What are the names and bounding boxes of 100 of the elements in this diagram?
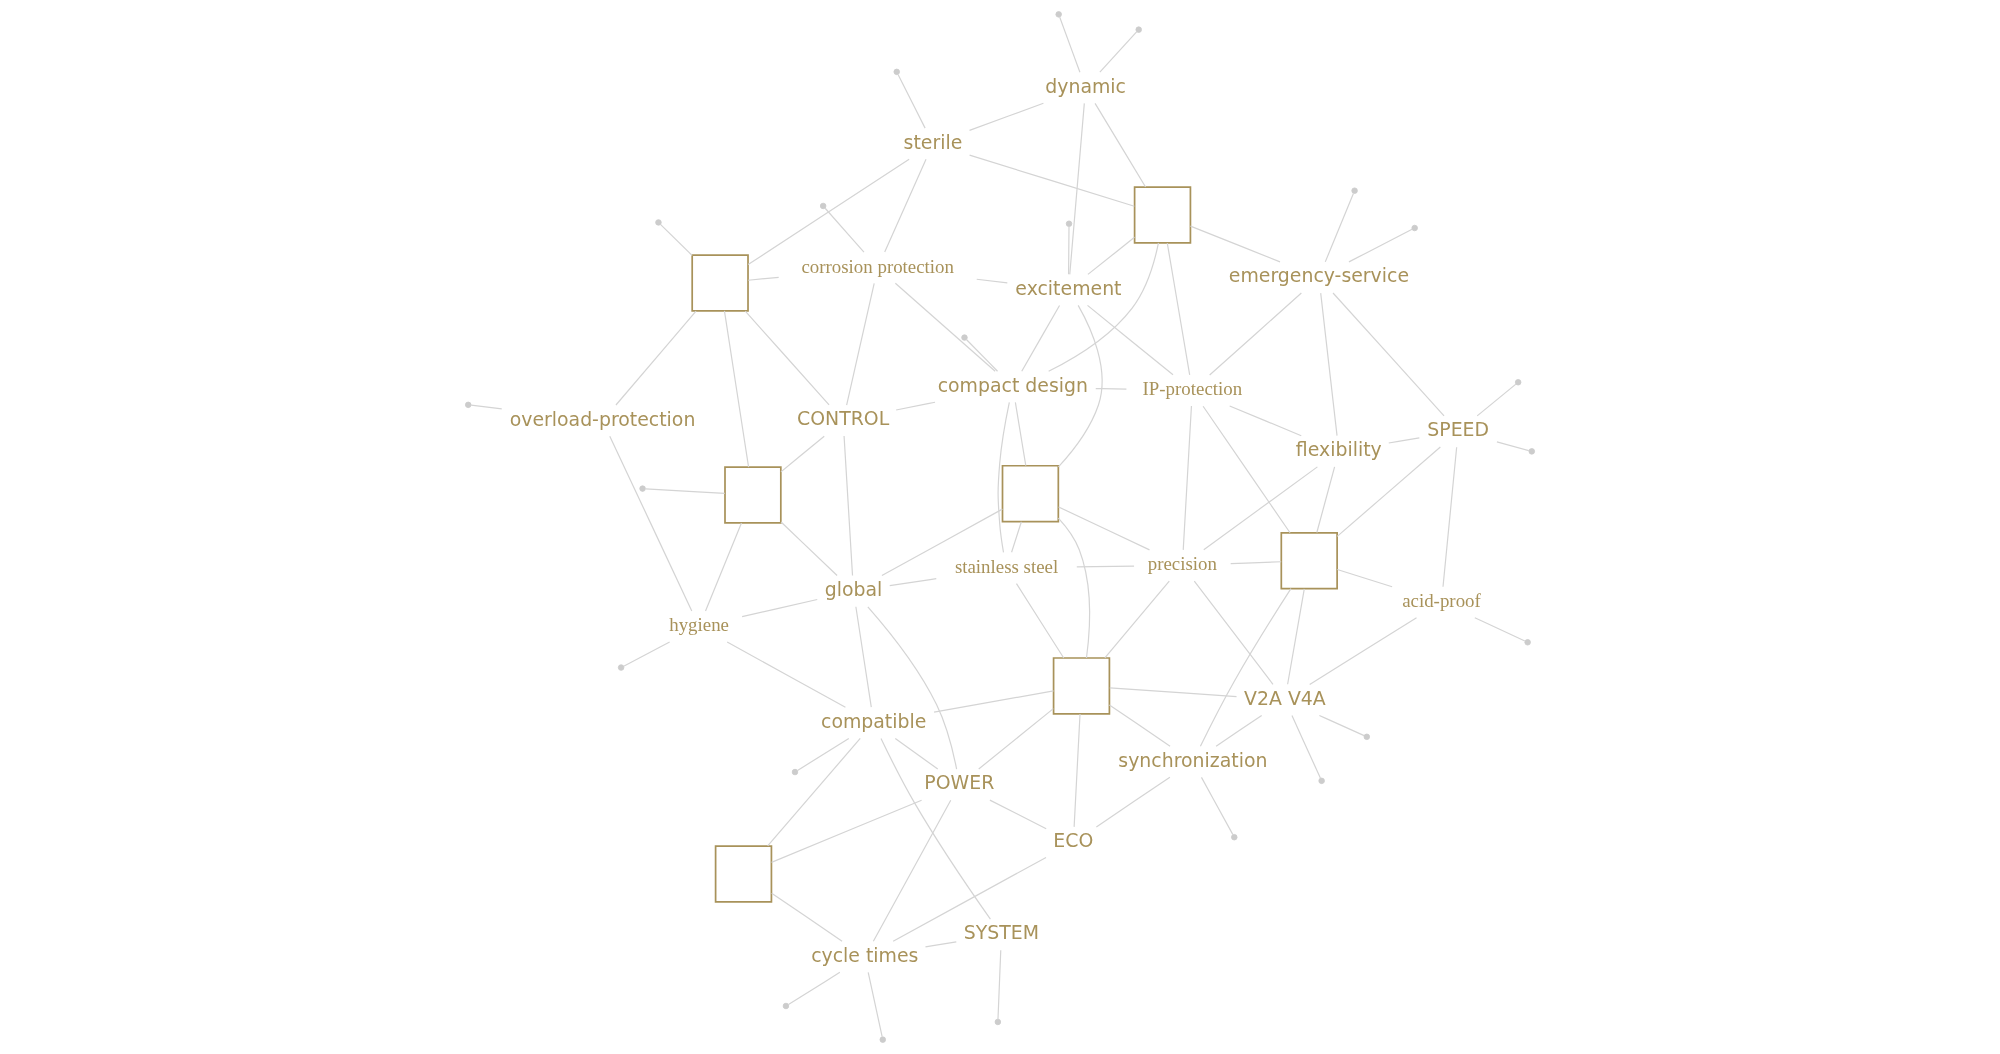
node-text: CONTROL	[797, 407, 890, 430]
connector	[1073, 713, 1081, 828]
node-text: SPEED	[1427, 418, 1490, 441]
node-text: precision	[1147, 553, 1217, 575]
connector	[1230, 561, 1282, 565]
connector	[796, 737, 850, 772]
connector	[623, 641, 671, 667]
connector	[1011, 521, 1022, 553]
connector	[897, 73, 926, 129]
connector	[1099, 31, 1138, 73]
node-text: excitement	[1015, 276, 1122, 299]
connector	[1086, 304, 1174, 376]
connector	[1215, 714, 1263, 747]
connector	[976, 278, 1008, 284]
connector	[780, 435, 825, 473]
connector	[1193, 580, 1274, 685]
connector	[933, 690, 1055, 713]
connector	[1474, 617, 1526, 642]
node-box	[1001, 464, 1060, 523]
node-text: emergency-service	[1228, 264, 1410, 287]
connector	[889, 578, 937, 587]
connector	[744, 310, 830, 406]
connector	[843, 435, 854, 577]
node-text: compatible	[821, 709, 927, 732]
node-box	[1052, 657, 1111, 715]
connector	[846, 282, 875, 406]
node-text: dynamic	[1045, 74, 1126, 97]
connector	[747, 158, 910, 266]
node-box	[1133, 186, 1192, 244]
connector	[989, 799, 1047, 830]
connector	[1229, 405, 1302, 437]
connector	[1087, 236, 1136, 275]
connector	[723, 310, 750, 468]
connector	[1203, 466, 1318, 551]
connector	[1318, 714, 1365, 737]
node-box	[1280, 531, 1338, 590]
node-text: hygiene	[669, 614, 730, 636]
connector	[659, 223, 693, 257]
connector	[1068, 226, 1070, 275]
connector	[1316, 466, 1336, 534]
node-text: acid-proof	[1402, 590, 1481, 612]
connector	[1057, 517, 1091, 659]
connector	[770, 799, 923, 863]
connector	[1094, 102, 1147, 188]
connector	[726, 641, 846, 708]
connector	[1309, 617, 1418, 686]
connector	[1200, 776, 1234, 836]
connector	[645, 488, 726, 494]
connector	[881, 508, 1003, 577]
connector	[1336, 568, 1393, 588]
connector	[1324, 192, 1354, 263]
connector	[894, 737, 939, 770]
node-text: SYSTEM	[963, 921, 1040, 944]
connector	[1104, 580, 1170, 659]
connector	[1332, 292, 1445, 417]
connector	[894, 282, 996, 372]
connector	[997, 401, 1010, 553]
node-box	[691, 254, 749, 312]
connector	[1014, 401, 1027, 467]
connector	[1108, 704, 1171, 747]
connector	[1199, 588, 1292, 747]
connector	[867, 606, 958, 770]
connector	[966, 339, 999, 372]
node-box	[714, 845, 773, 903]
node-text: corrosion protection	[801, 255, 954, 277]
connector	[470, 404, 503, 410]
connector	[1076, 565, 1135, 568]
connector	[978, 708, 1054, 770]
connector	[855, 606, 872, 708]
connector	[1058, 506, 1151, 551]
connector	[1209, 292, 1302, 376]
connector	[1166, 242, 1191, 376]
connector	[1336, 446, 1441, 537]
node-text: sterile	[903, 130, 963, 153]
connector	[771, 892, 843, 942]
connector	[1202, 405, 1291, 534]
connector	[1057, 304, 1103, 468]
connector	[1109, 687, 1238, 698]
connector	[1496, 441, 1530, 452]
connector	[787, 971, 841, 1005]
connector	[969, 154, 1135, 207]
connector	[924, 941, 957, 948]
connector	[1388, 437, 1420, 444]
connector	[767, 737, 861, 847]
connector	[1320, 292, 1338, 437]
connector	[1348, 228, 1413, 263]
node-text: POWER	[924, 771, 995, 794]
node-box	[724, 466, 782, 524]
node-text: ECO	[1053, 829, 1094, 852]
node-text: overload-protection	[509, 407, 696, 430]
node-text: compact design	[937, 373, 1088, 396]
connector	[1021, 304, 1061, 372]
node-text: IP-protection	[1142, 378, 1243, 400]
connector	[1095, 776, 1171, 828]
connector	[968, 102, 1044, 131]
connector	[895, 401, 936, 411]
connector	[1442, 446, 1458, 588]
connector	[1095, 387, 1127, 390]
connector	[872, 799, 952, 942]
connector	[884, 158, 927, 253]
